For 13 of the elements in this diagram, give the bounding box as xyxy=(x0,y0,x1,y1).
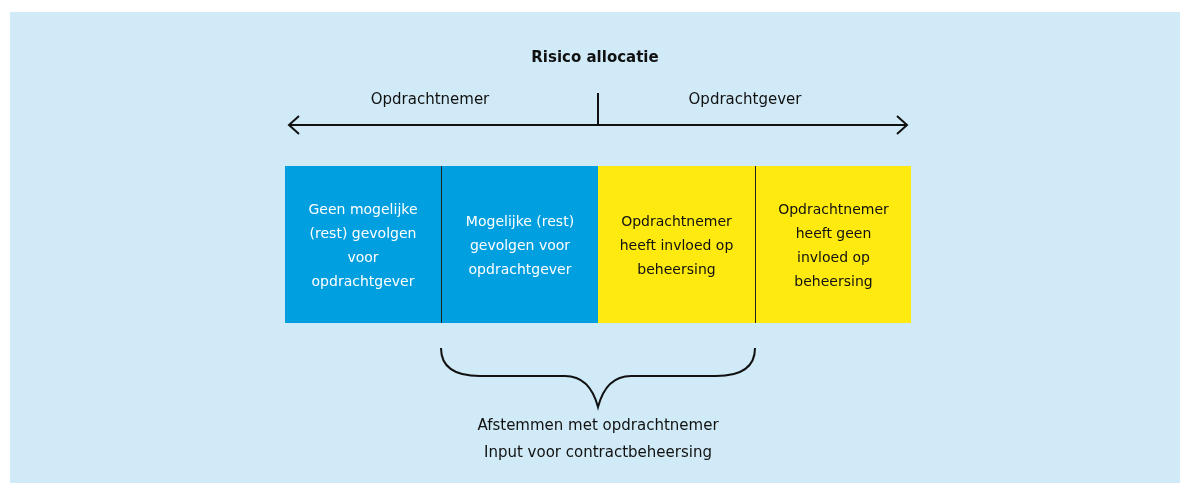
category-box xyxy=(441,166,598,323)
note-text: Afstemmen met opdrachtnemer xyxy=(476,416,720,434)
category-box xyxy=(285,166,441,323)
note-text: Input voor contractbeheersing xyxy=(483,443,713,461)
category-box xyxy=(755,166,911,323)
box-text: Geen mogelijke (rest) gevolgen voor opdrachtgever xyxy=(307,199,419,291)
axis-label: Opdrachtnemer xyxy=(369,90,491,108)
category-box xyxy=(598,166,755,323)
axis-label: Opdrachtgever xyxy=(687,90,803,108)
box-text: Opdrachtnemer heeft geen invloed op beheersing xyxy=(777,199,890,291)
box-text: Mogelijke (rest) gevolgen voor opdrachtgever xyxy=(464,211,576,279)
box-text: Opdrachtnemer heeft invloed op beheersing xyxy=(618,211,735,279)
diagram-title: Risico allocatie xyxy=(530,48,660,66)
